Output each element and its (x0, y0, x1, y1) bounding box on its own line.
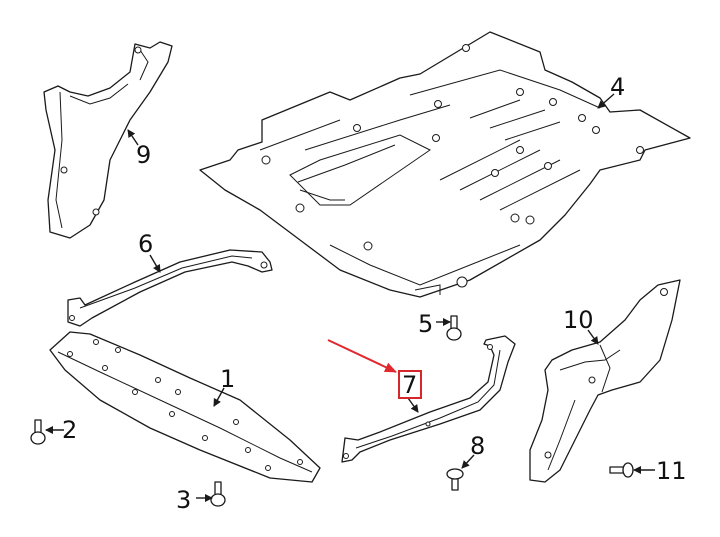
leader-10 (587, 329, 599, 345)
callout-11: 11 (656, 457, 687, 485)
leader-9 (127, 129, 139, 146)
callout-2: 2 (62, 416, 77, 444)
part-6-bracket (67, 249, 273, 327)
part-1-front-cover (49, 331, 321, 483)
leader-7 (407, 397, 419, 413)
fastener-2 (30, 419, 46, 445)
leader-1 (213, 387, 225, 407)
leader-8 (461, 454, 475, 469)
callout-3: 3 (176, 486, 191, 514)
leader-6 (149, 254, 161, 273)
fastener-11 (609, 462, 634, 478)
callout-6: 6 (138, 230, 153, 258)
part-4-underbody-shield (199, 31, 691, 298)
callout-10: 10 (563, 306, 594, 334)
callout-7: 7 (402, 371, 417, 399)
part-7-bracket (341, 335, 516, 463)
part-9-side-shield (43, 41, 173, 239)
callout-5: 5 (418, 310, 433, 338)
callout-1: 1 (220, 365, 235, 393)
callout-9: 9 (136, 141, 151, 169)
callout-4: 4 (610, 73, 625, 101)
part-10-rear-side-shield (529, 279, 681, 483)
fastener-5 (446, 315, 462, 341)
fastener-3 (210, 481, 226, 507)
highlight-arrow (327, 339, 397, 373)
callout-8: 8 (470, 432, 485, 460)
leader-4 (597, 93, 615, 109)
fastener-8 (446, 468, 464, 491)
highlight-box (398, 370, 422, 399)
